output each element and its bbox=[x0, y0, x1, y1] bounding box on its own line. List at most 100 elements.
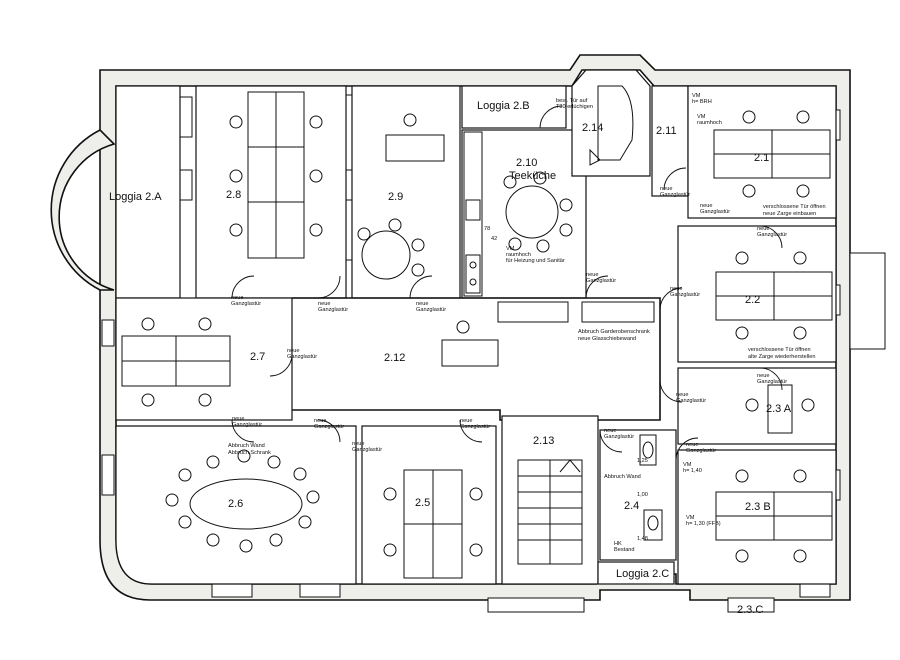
svg-text:neue: neue bbox=[416, 301, 428, 307]
svg-text:VM: VM bbox=[697, 114, 706, 120]
svg-text:für Heizung und Sanitär: für Heizung und Sanitär bbox=[506, 258, 565, 264]
svg-text:neue: neue bbox=[352, 441, 364, 447]
label-2-5: 2.5 bbox=[415, 497, 430, 509]
svg-text:alte Zarge wiederherstellen: alte Zarge wiederherstellen bbox=[748, 354, 815, 360]
svg-text:Ganzglastür: Ganzglastür bbox=[757, 232, 787, 238]
svg-text:neue: neue bbox=[757, 226, 769, 232]
svg-text:neue: neue bbox=[318, 301, 330, 307]
svg-text:neue: neue bbox=[676, 392, 688, 398]
label-2-2: 2.2 bbox=[745, 294, 760, 306]
svg-text:neue: neue bbox=[670, 286, 682, 292]
label-2-11: 2.11 bbox=[656, 125, 677, 137]
svg-text:Bestand: Bestand bbox=[614, 547, 635, 553]
label-2-8: 2.8 bbox=[226, 189, 241, 201]
svg-text:h= BRH: h= BRH bbox=[692, 99, 712, 105]
svg-text:Ganzglastür: Ganzglastür bbox=[660, 192, 690, 198]
svg-text:neue: neue bbox=[757, 373, 769, 379]
svg-text:Ganzglastür: Ganzglastür bbox=[757, 379, 787, 385]
svg-text:VM: VM bbox=[686, 515, 695, 521]
furniture-2-1 bbox=[713, 110, 831, 198]
svg-text:Ganzglastür: Ganzglastür bbox=[232, 422, 262, 428]
svg-text:neue Glasschiebewand: neue Glasschiebewand bbox=[578, 336, 636, 342]
svg-text:Abbruch Garderobenschrank: Abbruch Garderobenschrank bbox=[578, 329, 650, 335]
label-2-6: 2.6 bbox=[228, 498, 243, 510]
svg-text:Ganzglastür: Ganzglastür bbox=[670, 292, 700, 298]
label-2-4: 2.4 bbox=[624, 500, 639, 512]
label-2-13: 2.13 bbox=[533, 435, 554, 447]
doors bbox=[231, 105, 783, 461]
label-2-14: 2.14 bbox=[582, 122, 603, 134]
svg-text:h= 1,40: h= 1,40 bbox=[683, 468, 702, 474]
label-teekueche: Teeküche bbox=[509, 170, 556, 182]
svg-text:Ganzglastür: Ganzglastür bbox=[686, 448, 716, 454]
svg-text:Abbruch Schrank: Abbruch Schrank bbox=[228, 450, 271, 456]
label-loggia-2b: Loggia 2.B bbox=[477, 100, 530, 112]
svg-text:1,00: 1,00 bbox=[637, 492, 648, 498]
svg-text:raumhoch: raumhoch bbox=[506, 252, 531, 258]
label-2-7: 2.7 bbox=[250, 351, 265, 363]
svg-text:neue: neue bbox=[700, 203, 712, 209]
svg-text:neue: neue bbox=[287, 348, 299, 354]
furniture-2-9 bbox=[357, 113, 445, 280]
svg-text:verschlossene Tür öffnen: verschlossene Tür öffnen bbox=[763, 204, 826, 210]
svg-text:neue: neue bbox=[686, 442, 698, 448]
furniture-2-2 bbox=[715, 251, 833, 340]
svg-text:HK: HK bbox=[614, 541, 622, 547]
furniture-2-3b bbox=[715, 469, 833, 563]
svg-text:neue: neue bbox=[232, 416, 244, 422]
sanitary-2-4 bbox=[639, 434, 663, 541]
svg-text:neue: neue bbox=[231, 295, 243, 301]
furniture-2-12 bbox=[441, 320, 499, 367]
furniture-2-5 bbox=[383, 469, 483, 579]
svg-text:78: 78 bbox=[484, 226, 490, 232]
svg-text:Ganzglastür: Ganzglastür bbox=[352, 447, 382, 453]
svg-text:Abbruch Wand: Abbruch Wand bbox=[604, 474, 641, 480]
svg-text:Ganzglastür: Ganzglastür bbox=[318, 307, 348, 313]
svg-text:42: 42 bbox=[491, 236, 497, 242]
furniture-2-3a bbox=[745, 384, 815, 434]
annotations: neue Ganzglastür neue Ganzglastür neue G… bbox=[228, 93, 826, 553]
label-loggia-2a: Loggia 2.A bbox=[109, 191, 162, 203]
label-2-9: 2.9 bbox=[388, 191, 403, 203]
svg-text:neue: neue bbox=[660, 186, 672, 192]
room-labels: Loggia 2.A 2.8 2.9 Loggia 2.B 2.14 2.11 … bbox=[109, 100, 792, 616]
svg-text:Ganzglastür: Ganzglastür bbox=[676, 398, 706, 404]
furniture-2-7 bbox=[121, 317, 231, 407]
label-2-1: 2.1 bbox=[754, 152, 769, 164]
furniture-2-8 bbox=[229, 91, 323, 259]
label-2-3b: 2.3 B bbox=[745, 501, 771, 513]
label-2-3c: 2.3.C bbox=[737, 604, 763, 616]
svg-text:1,25: 1,25 bbox=[637, 458, 648, 464]
svg-text:Ganzglastür: Ganzglastür bbox=[287, 354, 317, 360]
svg-text:Ganzglastür: Ganzglastür bbox=[231, 301, 261, 307]
svg-text:h= 1,30 (FFB): h= 1,30 (FFB) bbox=[686, 521, 721, 527]
svg-text:VM: VM bbox=[692, 93, 701, 99]
svg-text:Ganzglastür: Ganzglastür bbox=[460, 424, 490, 430]
svg-text:verschlossene Tür öffnen: verschlossene Tür öffnen bbox=[748, 347, 811, 353]
svg-text:T30 erlüchigen: T30 erlüchigen bbox=[556, 104, 593, 110]
svg-text:VM: VM bbox=[506, 246, 515, 252]
svg-text:1,48: 1,48 bbox=[637, 536, 648, 542]
svg-text:neue: neue bbox=[314, 418, 326, 424]
svg-text:raumhoch: raumhoch bbox=[697, 120, 722, 126]
svg-text:neue: neue bbox=[460, 418, 472, 424]
stairs-2-13 bbox=[517, 459, 583, 565]
svg-text:Ganzglastür: Ganzglastür bbox=[604, 434, 634, 440]
svg-text:Ganzglastür: Ganzglastür bbox=[314, 424, 344, 430]
label-2-3a: 2.3 A bbox=[766, 403, 792, 415]
furniture-2-6 bbox=[165, 449, 320, 553]
label-2-10: 2.10 bbox=[516, 157, 537, 169]
label-2-12: 2.12 bbox=[384, 352, 405, 364]
svg-text:Ganzglastür: Ganzglastür bbox=[586, 278, 616, 284]
svg-text:neue: neue bbox=[604, 428, 616, 434]
svg-text:Abbruch Wand: Abbruch Wand bbox=[228, 443, 265, 449]
label-loggia-2c: Loggia 2.C bbox=[616, 568, 669, 580]
furniture-teekueche bbox=[463, 131, 573, 297]
svg-text:neue: neue bbox=[586, 272, 598, 278]
svg-text:neue Zarge einbauen: neue Zarge einbauen bbox=[763, 211, 816, 217]
svg-text:Ganzglastür: Ganzglastür bbox=[700, 209, 730, 215]
svg-text:best. Tür auf: best. Tür auf bbox=[556, 98, 588, 104]
svg-text:Ganzglastür: Ganzglastür bbox=[416, 307, 446, 313]
stairs-2-14 bbox=[589, 85, 634, 166]
